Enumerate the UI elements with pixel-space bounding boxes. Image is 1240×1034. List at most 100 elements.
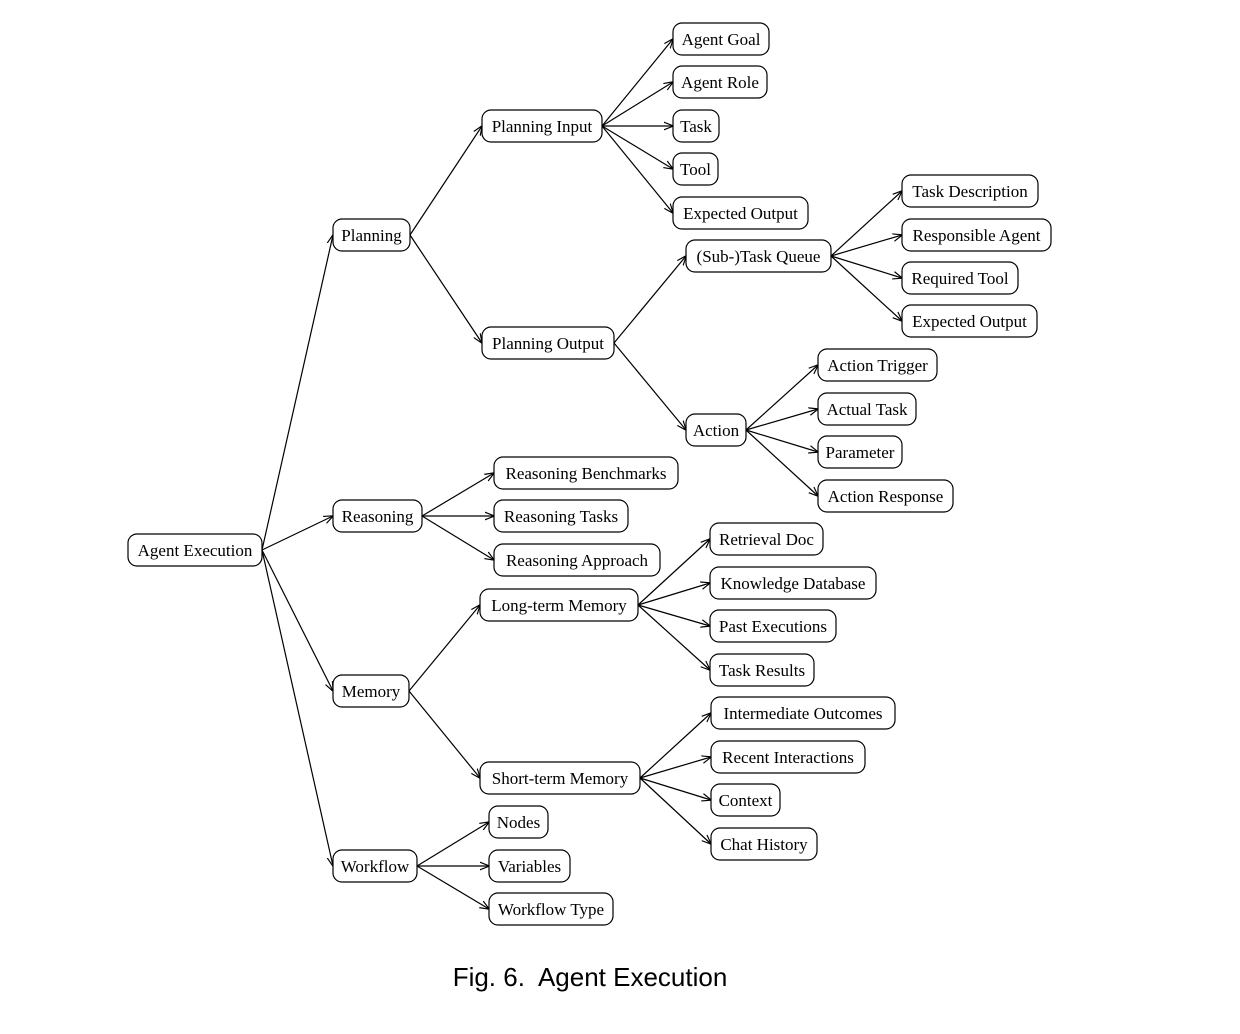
node-label: Recent Interactions — [722, 748, 854, 767]
node-label: Chat History — [720, 835, 808, 854]
edge-planning-to-planning-input — [409, 126, 482, 236]
node-expected-output-input: Expected Output — [672, 196, 809, 230]
node-variables: Variables — [488, 849, 571, 883]
edge-action-to-action-response — [745, 429, 818, 496]
node-box — [332, 849, 418, 883]
node-box — [710, 827, 818, 861]
node-box — [672, 65, 768, 99]
node-label: Planning — [341, 226, 402, 245]
node-expected-output-queue: Expected Output — [901, 304, 1038, 338]
node-box — [493, 499, 629, 533]
node-planning-output: Planning Output — [481, 326, 615, 360]
node-context: Context — [710, 783, 781, 817]
edge-memory-to-short-term-memory — [408, 690, 480, 778]
node-box — [685, 413, 747, 447]
node-label: Reasoning — [342, 507, 414, 526]
node-box — [817, 479, 954, 513]
node-box — [817, 392, 917, 426]
edge-reasoning-to-reasoning-benchmarks — [421, 473, 494, 517]
node-label: Action Trigger — [827, 356, 928, 375]
node-knowledge-database: Knowledge Database — [709, 566, 877, 600]
node-root: Agent Execution — [127, 533, 263, 567]
node-label: Intermediate Outcomes — [723, 704, 882, 723]
edge-subtask-queue-to-task-description — [830, 191, 902, 257]
node-parameter: Parameter — [817, 435, 903, 469]
node-box — [672, 22, 770, 56]
node-reasoning: Reasoning — [332, 499, 423, 533]
node-label: Task Results — [719, 661, 805, 680]
node-box — [901, 218, 1052, 252]
node-label: Required Tool — [911, 269, 1008, 288]
node-workflow-type: Workflow Type — [488, 892, 614, 926]
node-box — [493, 456, 679, 490]
node-recent-interactions: Recent Interactions — [710, 740, 866, 774]
edge-root-to-memory — [261, 549, 333, 691]
node-planning-input: Planning Input — [481, 109, 603, 143]
edge-long-term-memory-to-knowledge-database — [637, 583, 710, 606]
edge-subtask-queue-to-expected-output-queue — [830, 255, 902, 321]
edge-root-to-planning — [261, 235, 333, 551]
node-responsible-agent: Responsible Agent — [901, 218, 1052, 252]
node-reasoning-benchmarks: Reasoning Benchmarks — [493, 456, 679, 490]
node-label: Context — [719, 791, 773, 810]
node-label: Nodes — [497, 813, 540, 832]
node-box — [709, 522, 824, 556]
edge-planning-input-to-agent-role — [601, 82, 673, 127]
node-action: Action — [685, 413, 747, 447]
node-label: Reasoning Benchmarks — [506, 464, 667, 483]
node-label: Task — [680, 117, 712, 136]
node-actual-task: Actual Task — [817, 392, 917, 426]
edge-short-term-memory-to-intermediate-outcomes — [639, 713, 711, 779]
node-box — [481, 326, 615, 360]
node-box — [488, 892, 614, 926]
node-box — [332, 499, 423, 533]
edge-action-to-action-trigger — [745, 365, 818, 431]
edge-short-term-memory-to-chat-history — [639, 777, 711, 844]
node-short-term-memory: Short-term Memory — [479, 761, 641, 795]
edge-long-term-memory-to-past-executions — [637, 604, 710, 626]
edge-long-term-memory-to-task-results — [637, 604, 710, 670]
node-label: Planning Input — [492, 117, 593, 136]
node-label: Retrieval Doc — [719, 530, 814, 549]
node-label: Action — [693, 421, 740, 440]
node-box — [709, 609, 837, 643]
edge-long-term-memory-to-retrieval-doc — [637, 539, 710, 606]
edge-planning-input-to-expected-output-input — [601, 125, 673, 213]
node-box — [488, 805, 549, 839]
node-box — [685, 239, 832, 273]
node-label: Responsible Agent — [913, 226, 1041, 245]
edge-planning-output-to-subtask-queue — [613, 256, 686, 344]
node-box — [672, 109, 720, 143]
edge-root-to-reasoning — [261, 516, 333, 551]
node-box — [817, 348, 938, 382]
figure-caption: Fig. 6. Agent Execution — [452, 962, 728, 992]
node-box — [901, 174, 1039, 208]
node-label: Past Executions — [719, 617, 827, 636]
node-box — [710, 783, 781, 817]
node-label: Agent Role — [681, 73, 759, 92]
edge-workflow-to-workflow-type — [416, 865, 489, 909]
node-label: Workflow Type — [498, 900, 604, 919]
node-box — [901, 304, 1038, 338]
node-box — [332, 674, 410, 708]
node-label: Long-term Memory — [491, 596, 627, 615]
node-box — [488, 849, 571, 883]
edge-root-to-workflow — [261, 549, 333, 866]
edge-short-term-memory-to-recent-interactions — [639, 757, 711, 779]
edge-action-to-actual-task — [745, 409, 818, 431]
node-label: Agent Execution — [138, 541, 253, 560]
node-box — [672, 152, 719, 186]
edge-subtask-queue-to-responsible-agent — [830, 235, 902, 257]
node-box — [479, 761, 641, 795]
node-box — [481, 109, 603, 143]
node-label: Actual Task — [826, 400, 908, 419]
edge-planning-input-to-agent-goal — [601, 39, 673, 127]
node-box — [710, 740, 866, 774]
node-nodes-item: Nodes — [488, 805, 549, 839]
node-task-description: Task Description — [901, 174, 1039, 208]
node-label: Workflow — [341, 857, 410, 876]
edge-short-term-memory-to-context — [639, 777, 711, 800]
node-task-results: Task Results — [709, 653, 815, 687]
node-box — [710, 696, 896, 730]
